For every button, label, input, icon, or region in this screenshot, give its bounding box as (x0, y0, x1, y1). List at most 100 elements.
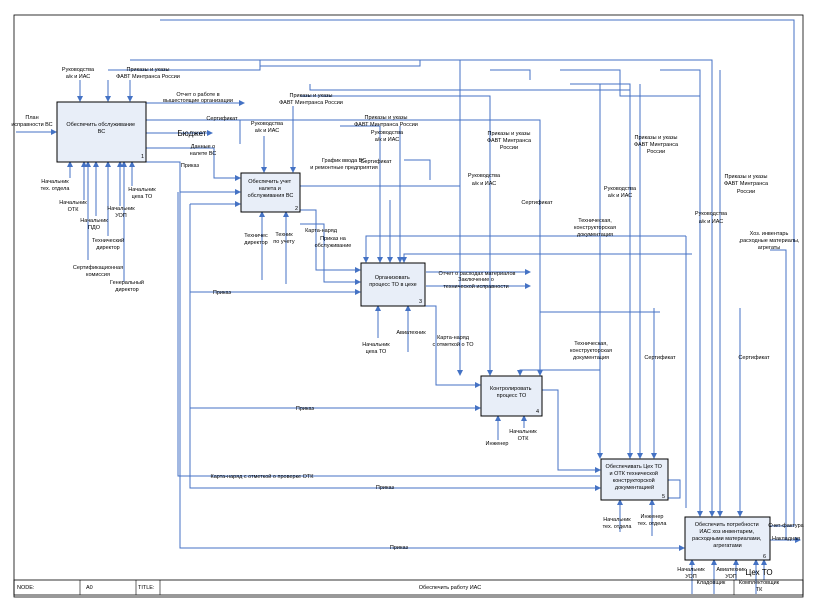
box-2[interactable]: Обеспечить учет налета и обслуживания ВС… (240, 172, 301, 213)
arrow-top-line-1 (130, 59, 715, 517)
arrow-out-flight (146, 147, 241, 181)
box-5[interactable]: Обеспечивать Цех ТО и ОТК технической ко… (600, 458, 669, 501)
label-mech-b4-a: Инженер (486, 441, 509, 447)
arrow-b2-kn (300, 209, 361, 273)
label-order-4: Приказ (376, 485, 395, 491)
arrow-top-line-3 (259, 60, 421, 67)
arrow-instr-b3 (420, 59, 461, 186)
label-waybill: Накладная (772, 536, 800, 542)
box-4-title: Контролировать процесс ТО (490, 386, 533, 399)
diagram-frame (13, 14, 804, 598)
box-6-title: Обеспечить потребности ИАС хоз инвентаре… (692, 522, 763, 549)
label-kn-1: Карта-наряд (305, 228, 338, 234)
footer-title-label: TITLE: (138, 585, 155, 591)
arrow-b4-kn-back (177, 192, 600, 477)
footer-node-label: NODE: (17, 585, 35, 591)
arrow-ctrl-b3-a (340, 125, 383, 263)
arrow-doc-b4 (517, 369, 600, 376)
box-1[interactable]: Обеспечить обслуживание ВС 1 (56, 101, 147, 163)
box-2-title: Обеспечить учет налета и обслуживания ВС (248, 179, 294, 199)
box-2-number: 2 (295, 206, 298, 212)
box-6-number: 6 (763, 554, 766, 560)
arrow-misc-2 (404, 159, 431, 180)
box-6[interactable]: Обеспечить потребности ИАС хоз инвентаре… (684, 516, 771, 561)
label-cert-1: Сертификат (206, 116, 238, 122)
box-4-number: 4 (536, 409, 539, 415)
footer: NODE: A0 TITLE: Обеспечить работу ИАС (13, 579, 804, 596)
arrow-doc-b3 (363, 235, 686, 263)
arrow-ctrl-b5-a (600, 83, 633, 459)
box-5-number: 5 (662, 494, 665, 500)
footer-frame (13, 579, 804, 596)
box-3[interactable]: Организовать процесс ТО в цехе 3 (360, 262, 426, 307)
arrow-guides-b4 (300, 95, 493, 376)
arrow-order-b6 (179, 192, 685, 551)
box-3-title: Организовать процесс ТО в цехе (369, 275, 416, 288)
label-order-5: Приказ (390, 545, 409, 551)
label-mech-b6-b: Кладовщик (697, 580, 726, 586)
arrow-guides-right (490, 69, 531, 80)
footer-title-value: Обеспечить работу ИАС (419, 585, 481, 591)
arrow-misc-1 (560, 69, 700, 97)
label-order-2: Приказ (213, 290, 232, 296)
arrow-misc-3 (309, 84, 630, 91)
arrow-b4-out (536, 389, 601, 473)
arrow-b2-order (300, 223, 361, 285)
label-cert-4: Сертификат (644, 355, 676, 361)
label-order-3: Приказ (296, 406, 315, 412)
arrow-ctrl-b6 (660, 69, 703, 517)
arrow-ctrl-b5-c (570, 83, 603, 459)
label-budget: Бюджет (178, 129, 207, 138)
arrow-b5-loop (668, 479, 681, 499)
label-goods: Хоз. инвентарь,расходные материалы,агрег… (739, 231, 800, 251)
arrow-schedule-b4 (300, 185, 463, 376)
arrows (16, 19, 801, 594)
label-mech-b6-d: Цех ТО (745, 568, 772, 577)
label-mat-report: Отчет о расходах материалов (439, 271, 516, 277)
label-cert-5: Сертификат (738, 355, 770, 361)
box-4[interactable]: Контролировать процесс ТО 4 (480, 375, 543, 417)
box-1-title: Обеспечить обслуживание ВС (66, 122, 136, 135)
box-5-title: Обеспечивать Цех ТО и ОТК технической ко… (606, 464, 664, 491)
arrow-b6-invoice (160, 19, 795, 527)
box-1-number: 1 (141, 154, 144, 160)
arrow-order-b5 (189, 204, 601, 491)
footer-node-value: A0 (86, 585, 93, 591)
